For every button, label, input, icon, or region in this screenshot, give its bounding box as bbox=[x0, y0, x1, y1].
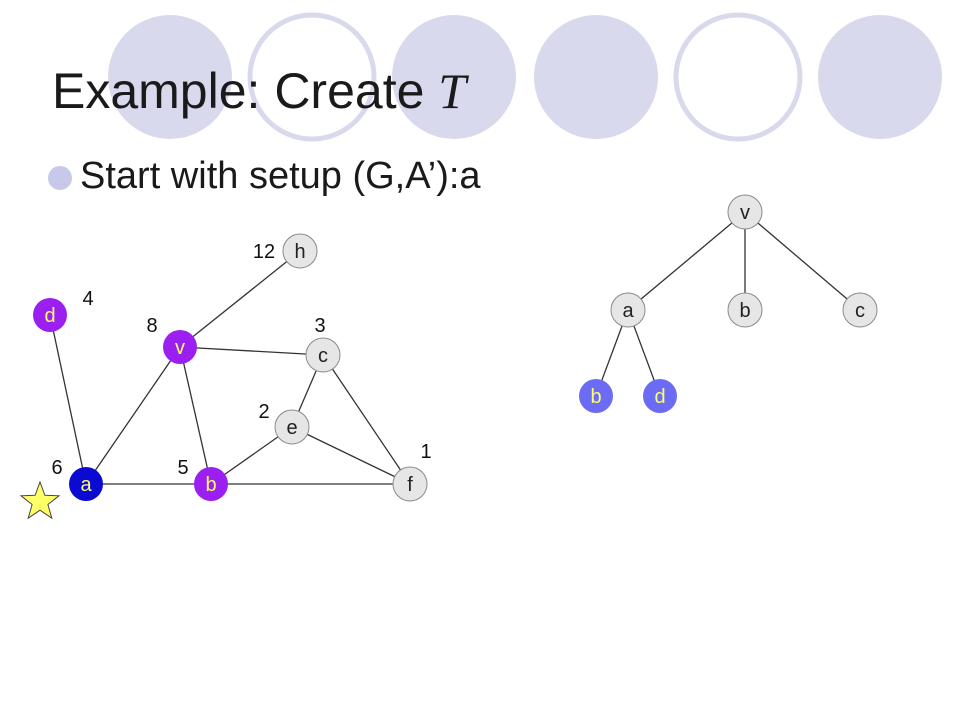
node-label-d: d bbox=[44, 305, 55, 327]
edge-h-v bbox=[179, 250, 301, 348]
graph-edges bbox=[49, 250, 411, 485]
tree-nodes: v a b c b d bbox=[579, 194, 878, 413]
node-label-v: v bbox=[175, 337, 185, 359]
deco-circle-ring bbox=[247, 12, 377, 142]
graph-node-v: v 8 bbox=[146, 315, 197, 364]
weight-label-b: 5 bbox=[177, 457, 188, 479]
tree-edge-v-c bbox=[744, 211, 861, 311]
tree-node-v: v bbox=[727, 194, 763, 230]
tree-label-b: b bbox=[739, 300, 750, 322]
weight-label-c: 3 bbox=[314, 315, 325, 337]
title-text: Example: Create bbox=[52, 63, 439, 119]
graph-node-a: a 6 bbox=[51, 457, 103, 501]
graph-nodes: h 12 d 4 v 8 c 3 e 2 a 6 b bbox=[19, 233, 432, 520]
edge-d-a bbox=[49, 314, 87, 485]
deco-circle-filled bbox=[534, 15, 658, 139]
weight-label-h: 12 bbox=[253, 241, 275, 263]
tree-node-a: a bbox=[610, 292, 646, 328]
graph-node-f: f 1 bbox=[392, 441, 432, 502]
edge-e-f bbox=[291, 426, 411, 485]
node-label-c: c bbox=[318, 345, 328, 367]
node-label-f: f bbox=[407, 474, 413, 496]
weight-label-f: 1 bbox=[420, 441, 431, 463]
weight-label-e: 2 bbox=[258, 401, 269, 423]
edge-c-f bbox=[322, 354, 411, 485]
tree-label-b-child: b bbox=[590, 386, 601, 408]
star-icon bbox=[19, 480, 61, 520]
tree-label-v: v bbox=[740, 202, 750, 224]
tree-node-c: c bbox=[842, 292, 878, 328]
deco-circle-ring bbox=[673, 12, 803, 142]
bullet-text: Start with setup (G,A’):a bbox=[80, 155, 481, 197]
edge-v-b bbox=[179, 346, 212, 485]
tree-label-a: a bbox=[622, 300, 634, 322]
title-variable: T bbox=[438, 63, 467, 119]
tree-label-d-child: d bbox=[654, 386, 665, 408]
deco-circle-filled bbox=[108, 15, 232, 139]
graph-node-h: h 12 bbox=[253, 233, 318, 269]
deco-circle-filled bbox=[392, 15, 516, 139]
edge-v-a bbox=[85, 346, 181, 485]
node-label-a: a bbox=[80, 474, 92, 496]
bullet-dot-icon bbox=[48, 166, 72, 190]
deco-circle-filled bbox=[818, 15, 942, 139]
tree-edge-v-a bbox=[627, 211, 746, 311]
tree-node-b: b bbox=[727, 292, 763, 328]
tree-node-d-child: d bbox=[643, 379, 677, 413]
tree-label-c: c bbox=[855, 300, 865, 322]
node-label-h: h bbox=[294, 241, 305, 263]
tree-node-b-child: b bbox=[579, 379, 613, 413]
slide-title: Example: Create T bbox=[52, 62, 466, 120]
weight-label-a: 6 bbox=[51, 457, 62, 479]
edge-v-c bbox=[179, 346, 324, 356]
graph-node-b: b 5 bbox=[177, 457, 228, 501]
graph-node-e: e 2 bbox=[258, 401, 310, 445]
node-label-e: e bbox=[286, 417, 297, 439]
decorative-circles bbox=[108, 12, 942, 142]
graph-node-d: d 4 bbox=[33, 288, 94, 332]
graph-node-c: c 3 bbox=[305, 315, 341, 373]
weight-label-d: 4 bbox=[82, 288, 93, 310]
node-label-b: b bbox=[205, 474, 216, 496]
weight-label-v: 8 bbox=[146, 315, 157, 337]
